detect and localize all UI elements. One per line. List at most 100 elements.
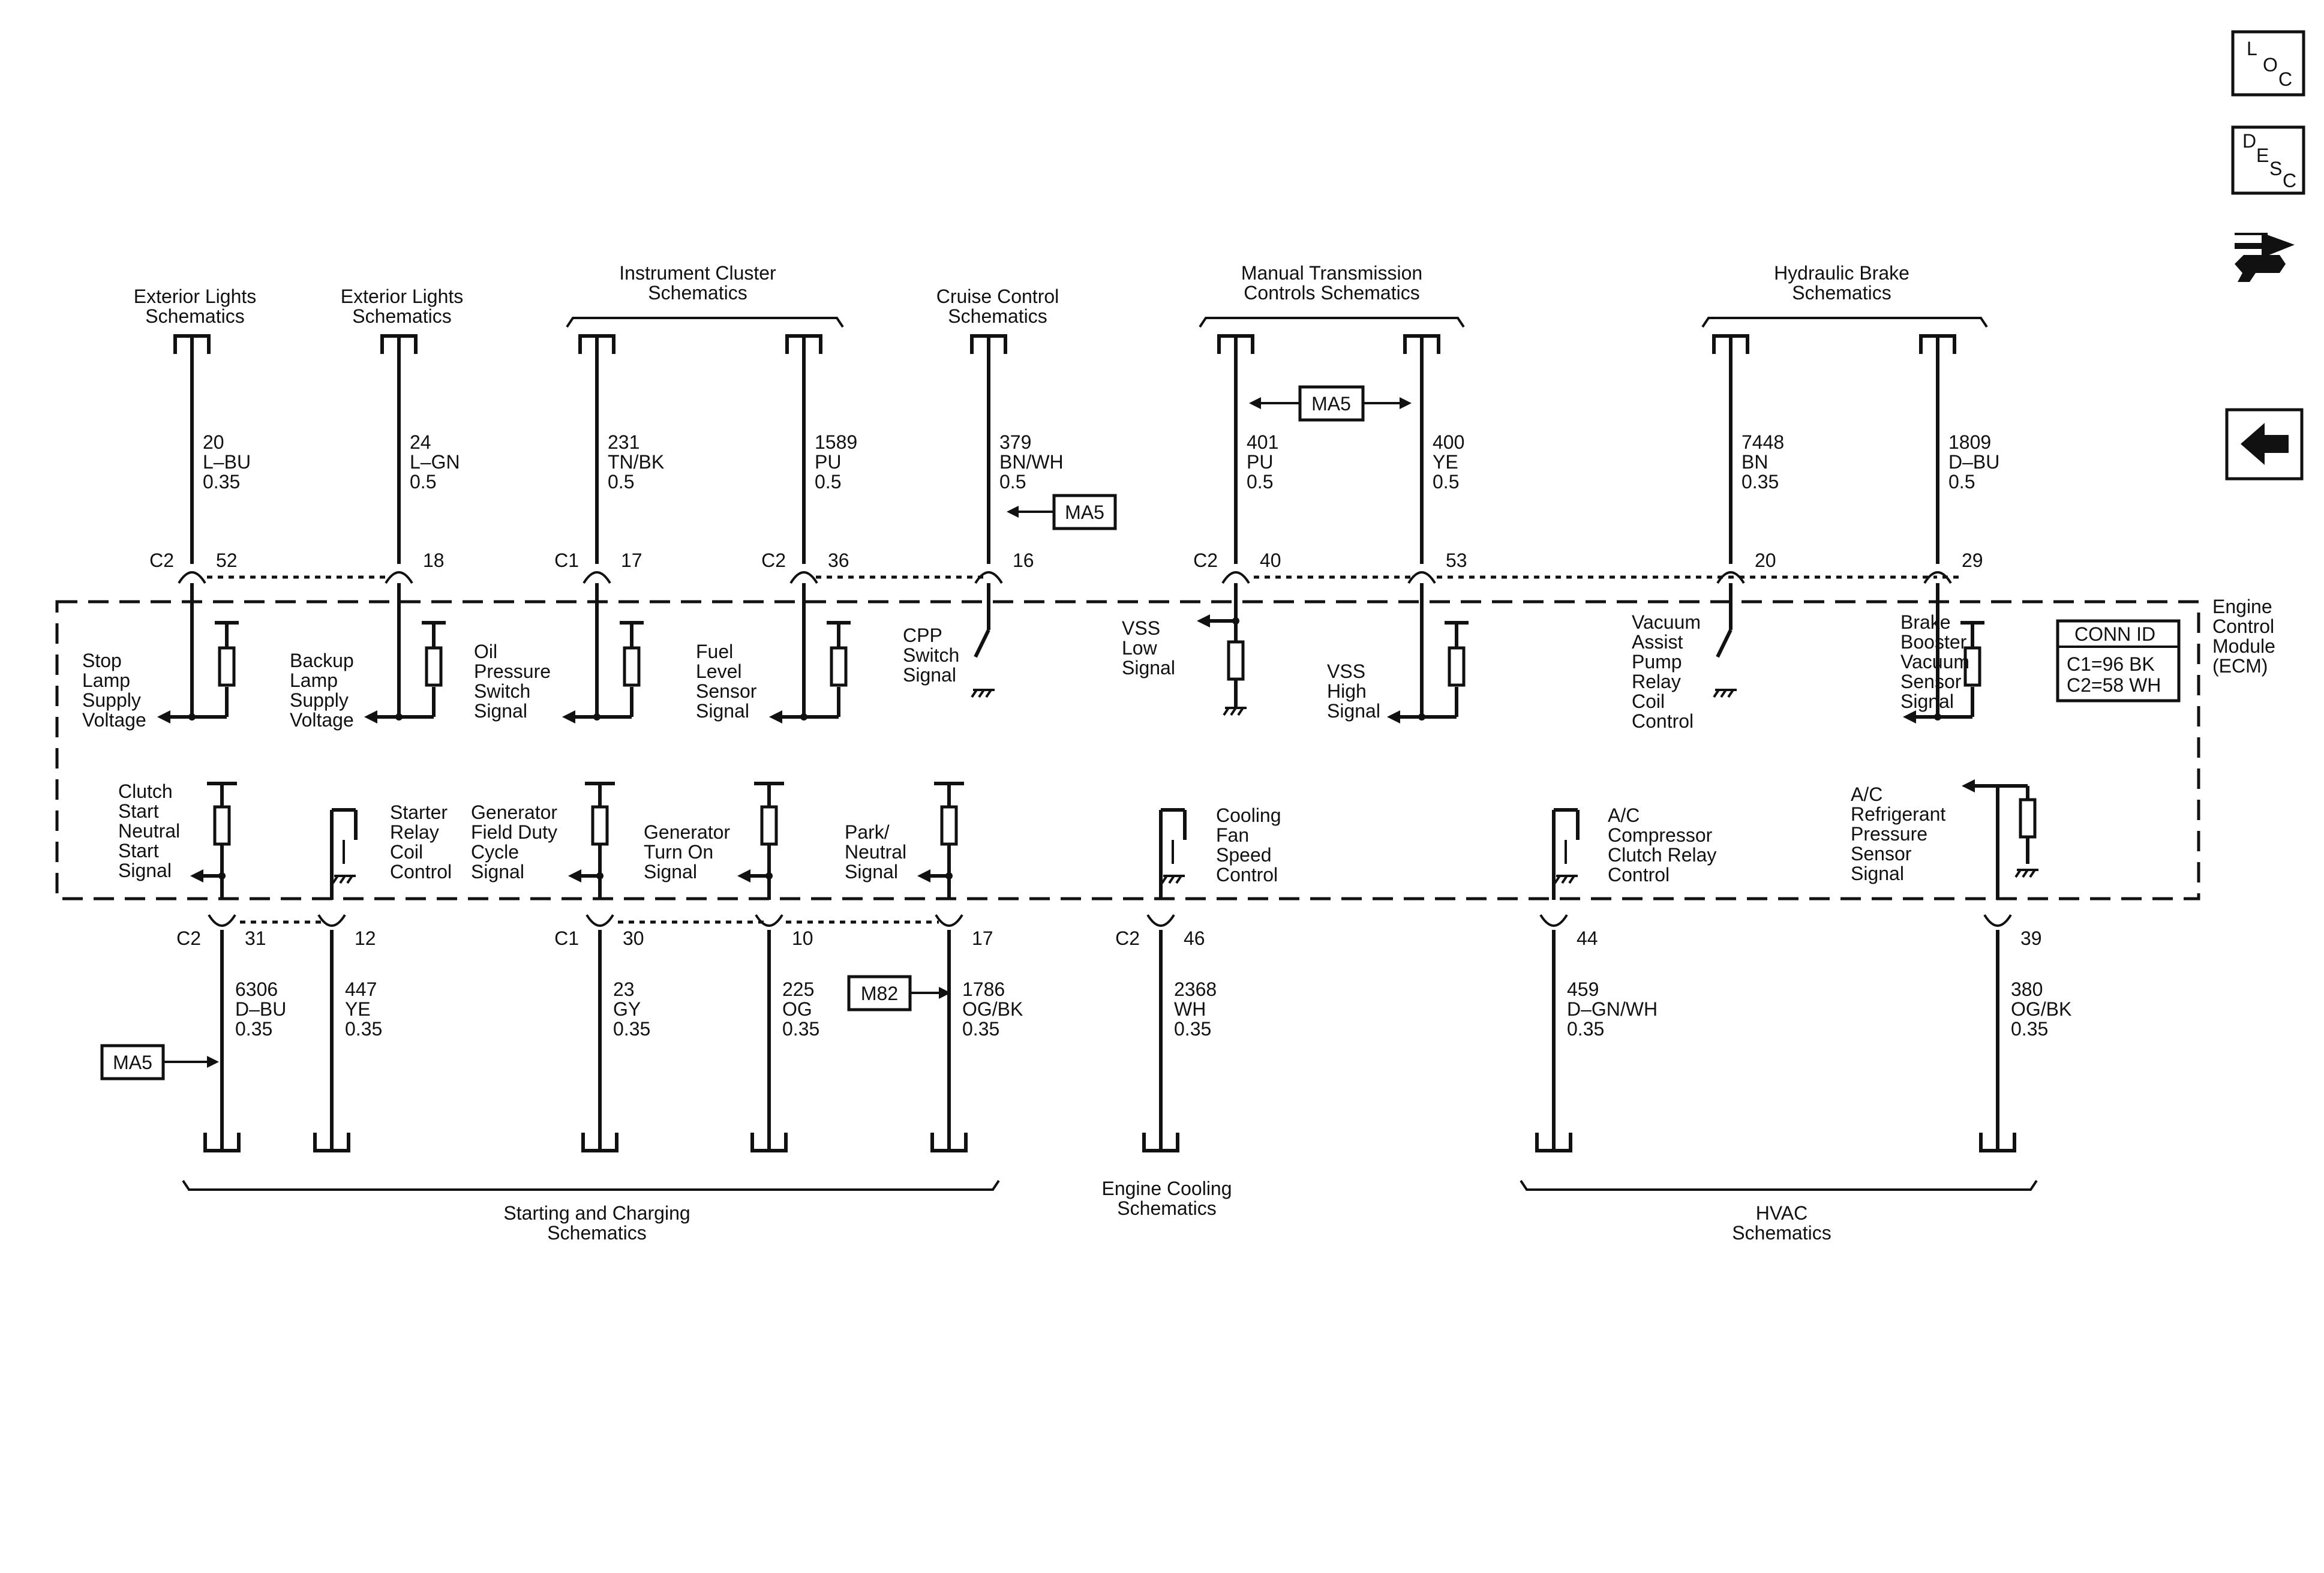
m82-tag[interactable]: M82 [847, 975, 951, 1011]
resistor-symbol [213, 805, 231, 846]
resistor-symbol [1963, 646, 1981, 687]
switch-contact [1716, 629, 1733, 658]
pin-number: 46 [1184, 927, 1205, 949]
circuit-label: YE [345, 998, 371, 1020]
signal-label: Signal [903, 664, 956, 686]
signal-label: Level [696, 661, 742, 682]
ref-exterior-lights-1[interactable]: Exterior Lights Schematics [134, 286, 257, 327]
ref-starting-charging[interactable]: Starting and Charging Schematics [182, 1179, 1000, 1244]
signal-label: Lamp [82, 670, 130, 691]
resistor-symbol [1448, 646, 1466, 687]
harness-connector-symbol [1142, 1133, 1179, 1152]
connector-pin-symbol [178, 571, 206, 584]
harness-connector-symbol [313, 1133, 350, 1152]
connector-pin-symbol [385, 571, 413, 584]
desc-button[interactable]: D E S C [2231, 125, 2305, 195]
pin-number: 17 [972, 927, 993, 949]
signal-label: Booster [1900, 631, 1967, 653]
connector-pin-symbol [755, 914, 783, 927]
signal-label: Signal [696, 700, 749, 722]
connector-pin-symbol [974, 571, 1003, 584]
ref-line: HVAC [1756, 1202, 1808, 1224]
signal-label: Clutch Relay [1608, 844, 1716, 866]
signal-label: Voltage [82, 709, 146, 731]
circuit-label: 0.35 [1567, 1018, 1604, 1040]
signal-label: VSS [1122, 617, 1160, 639]
connector-id: C2 [761, 550, 786, 571]
ref-hydraulic-brake[interactable]: Hydraulic Brake Schematics [1701, 262, 1988, 328]
loc-letter-l: L [2247, 38, 2257, 59]
circuit-label: 0.5 [999, 471, 1026, 493]
signal-label: Signal [1327, 700, 1380, 722]
arrow-icon [157, 710, 170, 724]
resistor-symbol [591, 805, 609, 846]
signal-label: Brake [1900, 611, 1951, 633]
top-wire-20: 7448BN0.3520VacuumAssistPumpRelayCoilCon… [1632, 334, 1784, 732]
desc-letter-e: E [2256, 145, 2269, 166]
circuit-label: 24 [410, 431, 431, 453]
ref-line: Schematics [1117, 1197, 1216, 1219]
signal-label: Signal [845, 861, 898, 882]
signal-label: Signal [644, 861, 697, 882]
circuit-label: OG [782, 998, 812, 1020]
connector-pin-symbol [1716, 571, 1745, 584]
ecm-boundary [55, 600, 2200, 900]
arrow-icon [190, 869, 203, 882]
ground-icon [2014, 869, 2038, 878]
conn-id-box: CONN ID C1=96 BK C2=58 WH [2056, 619, 2181, 703]
connector-pin-symbol [1983, 914, 2012, 927]
ref-line: Exterior Lights [134, 286, 257, 307]
desc-letter-s: S [2269, 158, 2282, 179]
connector-pin-symbol [317, 914, 346, 927]
loc-letter-o: O [2263, 54, 2278, 76]
ma5-tag-label: MA5 [1311, 393, 1351, 415]
ref-instrument-cluster[interactable]: Instrument Cluster Schematics [566, 262, 844, 328]
ref-hvac[interactable]: HVAC Schematics [1520, 1179, 2038, 1244]
ecm-title-line: Engine [2212, 596, 2272, 617]
circuit-label: 1786 [962, 978, 1005, 1000]
ground-icon [1223, 707, 1247, 716]
connector-repair-icon[interactable] [2235, 233, 2295, 282]
circuit-label: 0.35 [203, 471, 240, 493]
ma5-clutch-tag[interactable]: MA5 [100, 1044, 219, 1080]
circuit-label: YE [1433, 451, 1458, 473]
arrow-icon [1197, 614, 1210, 628]
signal-label: Signal [1851, 863, 1904, 884]
ref-cruise-control[interactable]: Cruise Control Schematics [936, 286, 1059, 327]
signal-label: Fuel [696, 641, 733, 662]
pin-number: 31 [245, 927, 266, 949]
ref-line: Schematics [352, 305, 451, 327]
signal-label: Relay [390, 821, 439, 843]
ground-icon [332, 875, 356, 884]
arrow-icon [1962, 779, 1975, 792]
signal-label: Control [1608, 864, 1670, 885]
circuit-label: 7448 [1742, 431, 1784, 453]
circuit-label: 0.5 [1948, 471, 1975, 493]
ecm-title: Engine Control Module (ECM) [2212, 596, 2275, 677]
ref-engine-cooling[interactable]: Engine Cooling Schematics [1101, 1178, 1232, 1219]
signal-label: Voltage [290, 709, 354, 731]
arrow-icon [1903, 710, 1916, 724]
ref-line: Schematics [145, 305, 244, 327]
signal-label: Generator [471, 801, 557, 823]
ma5-cruise-tag[interactable]: MA5 [1007, 494, 1117, 530]
signal-label: Sensor [696, 680, 757, 702]
signal-label: Signal [118, 860, 172, 881]
back-arrow-button[interactable] [2225, 408, 2304, 481]
signal-label: Backup [290, 650, 354, 671]
loc-button[interactable]: L O C [2231, 30, 2305, 97]
arrow-icon [568, 869, 581, 882]
signal-label: Coil [1632, 691, 1665, 712]
circuit-label: 0.5 [1247, 471, 1273, 493]
ref-line: Engine Cooling [1101, 1178, 1232, 1199]
resistor-symbol [940, 805, 958, 846]
ref-manual-transmission[interactable]: Manual Transmission Controls Schematics [1199, 262, 1465, 328]
resistor-symbol [2019, 798, 2037, 839]
ref-exterior-lights-2[interactable]: Exterior Lights Schematics [341, 286, 464, 327]
arrow-icon [737, 869, 750, 882]
ma5-bidirectional-tag[interactable]: MA5 [1249, 385, 1412, 422]
signal-label: VSS [1327, 661, 1365, 682]
circuit-label: OG/BK [962, 998, 1023, 1020]
signal-label: Pump [1632, 651, 1682, 673]
